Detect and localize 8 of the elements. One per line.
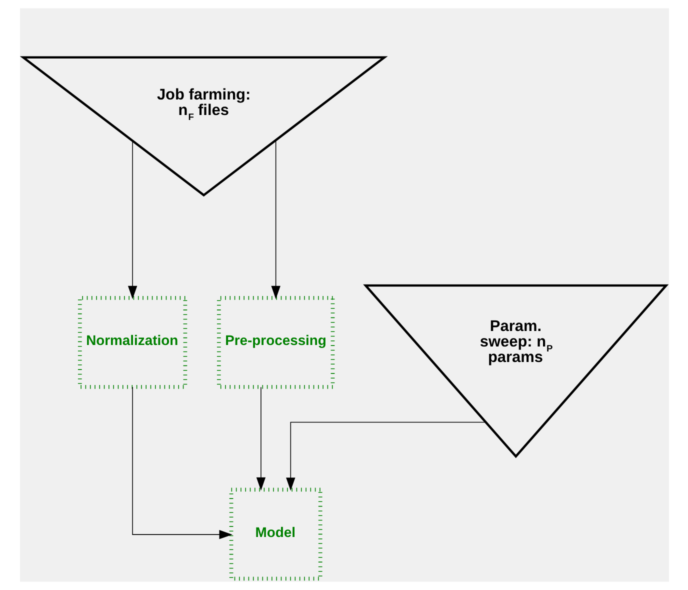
arrow xyxy=(256,386,266,491)
node-box: Normalization xyxy=(77,296,187,389)
node-box: Pre-processing xyxy=(216,296,334,389)
arrow xyxy=(270,140,280,300)
arrow xyxy=(127,140,137,300)
node-box: Model xyxy=(228,488,322,581)
arrow xyxy=(132,386,232,540)
arrow xyxy=(286,422,486,491)
